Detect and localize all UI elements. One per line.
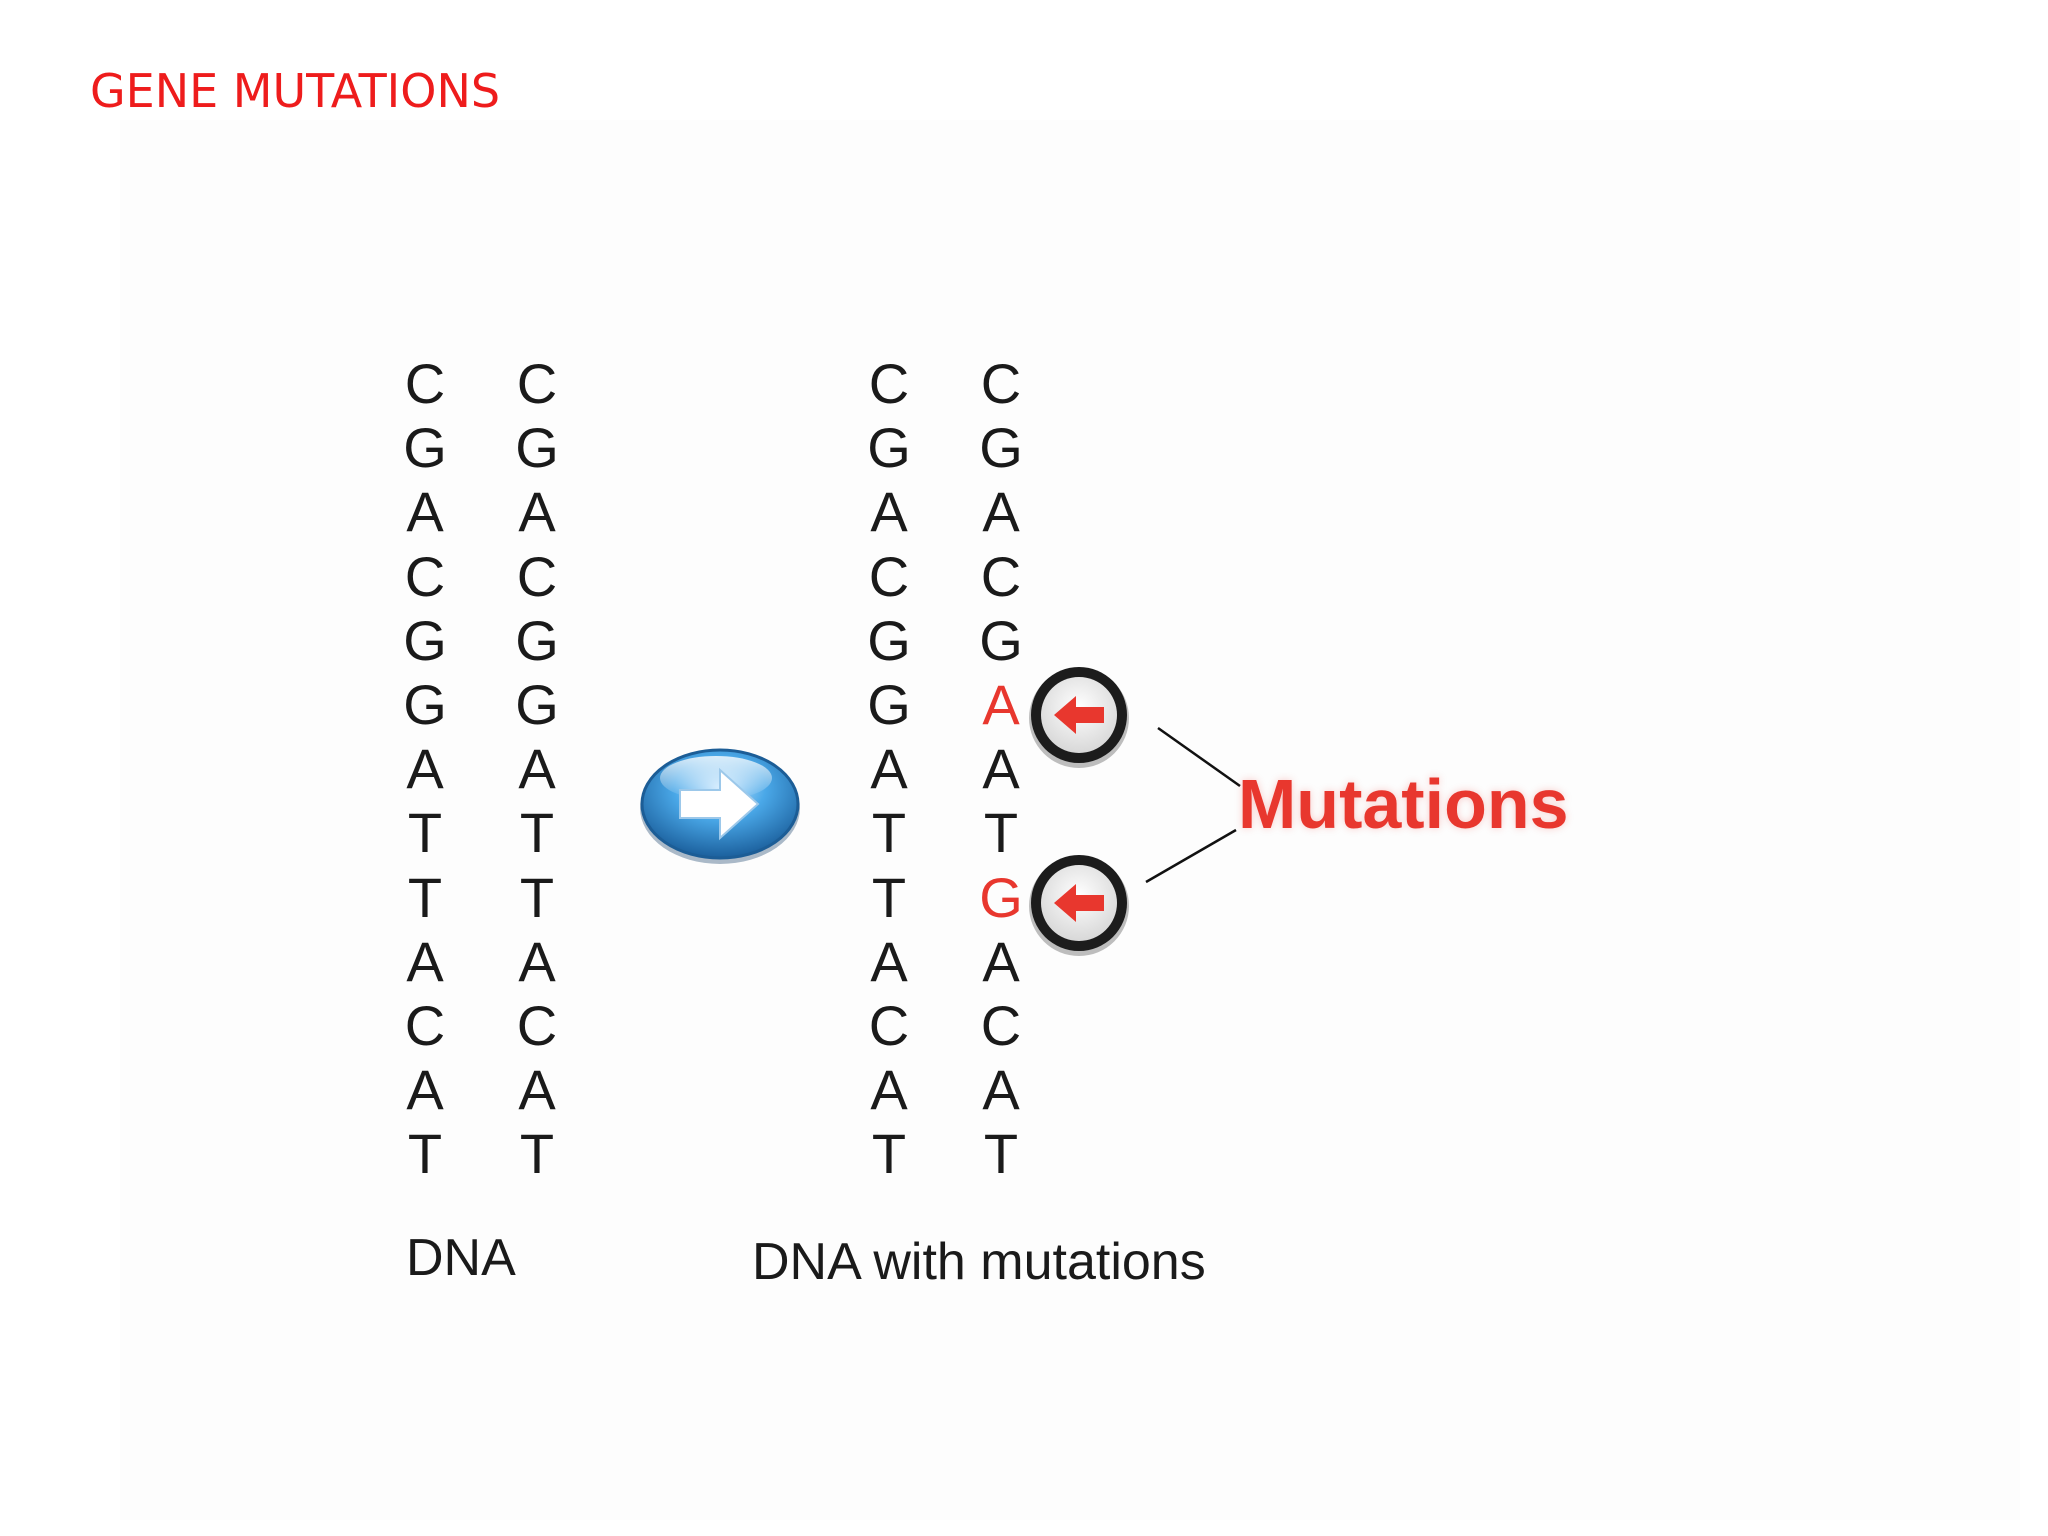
mutations-label: Mutations (1238, 765, 1569, 843)
dna-left-base: T (407, 801, 443, 865)
dna-left-base: C (404, 352, 446, 415)
dna-left-base: A (406, 480, 444, 544)
mutated-dna-left-base: A (870, 737, 908, 801)
mutated-dna-right-base: C (980, 544, 1022, 608)
mutated-dna-right-base: A (982, 1058, 1020, 1122)
dna-right-base: T (519, 1122, 555, 1186)
mutated-dna-right-base: C (980, 352, 1022, 415)
mutated-dna-right-base: G (979, 416, 1023, 480)
figure-panel (120, 120, 2020, 1520)
mutated-dna-right-base: T (983, 1122, 1019, 1186)
connector-line-lower (1145, 828, 1237, 884)
dna-right-base: G (515, 608, 559, 672)
dna-left-base: A (406, 1058, 444, 1122)
mutated-dna-left-base: T (871, 865, 907, 929)
mutated-dna-right-base: A (982, 737, 1020, 801)
dna-right-base: A (518, 1058, 556, 1122)
mutated-dna-left-base: T (871, 801, 907, 865)
dna-left-base: G (403, 416, 447, 480)
mutation-marker-icon-1 (1029, 667, 1129, 768)
dna-left-base: A (406, 737, 444, 801)
mutated-dna-right-base: G (979, 865, 1023, 929)
connector-line-upper (1157, 726, 1241, 788)
dna-caption: DNA (406, 1229, 516, 1287)
dna-left-base: G (403, 672, 447, 736)
dna-right-base: A (518, 929, 556, 993)
mutated-dna-left-base: T (871, 1122, 907, 1186)
mutated-dna-left-base: C (868, 544, 910, 608)
dna-right-base: C (516, 544, 558, 608)
dna-right-base: G (515, 672, 559, 736)
dna-right-base: C (516, 993, 558, 1057)
dna-right-base: A (518, 737, 556, 801)
mutated-dna-left-base: C (868, 352, 910, 415)
dna-right-base: A (518, 480, 556, 544)
dna-left-base: G (403, 608, 447, 672)
dna-right-base: C (516, 352, 558, 415)
dna-right-base: T (519, 801, 555, 865)
mutated-dna-right-base: T (983, 801, 1019, 865)
blue-right-arrow-icon (640, 748, 800, 864)
dna-left-base: C (404, 993, 446, 1057)
mutated-dna-right-base: A (982, 480, 1020, 544)
dna-right-base: G (515, 416, 559, 480)
mutation-marker-icon-2 (1029, 855, 1129, 956)
mutated-dna-right-base: C (980, 993, 1022, 1057)
mutated-dna-right-base: G (979, 608, 1023, 672)
mutated-dna-left-base: G (867, 672, 911, 736)
mutated-dna-left-base: A (870, 480, 908, 544)
mutated-dna-left-base: G (867, 608, 911, 672)
dna-left-base: T (407, 865, 443, 929)
dna-left-base: C (404, 544, 446, 608)
mutated-dna-left-base: A (870, 929, 908, 993)
mutated-dna-caption: DNA with mutations (752, 1233, 1206, 1291)
dna-right-base: T (519, 865, 555, 929)
mutated-dna-right-base: A (982, 672, 1020, 736)
dna-left-base: A (406, 929, 444, 993)
dna-left-base: T (407, 1122, 443, 1186)
mutated-dna-left-base: C (868, 993, 910, 1057)
mutated-dna-left-base: A (870, 1058, 908, 1122)
slide-title: GENE MUTATIONS (90, 64, 501, 118)
mutated-dna-left-base: G (867, 416, 911, 480)
mutated-dna-right-base: A (982, 929, 1020, 993)
